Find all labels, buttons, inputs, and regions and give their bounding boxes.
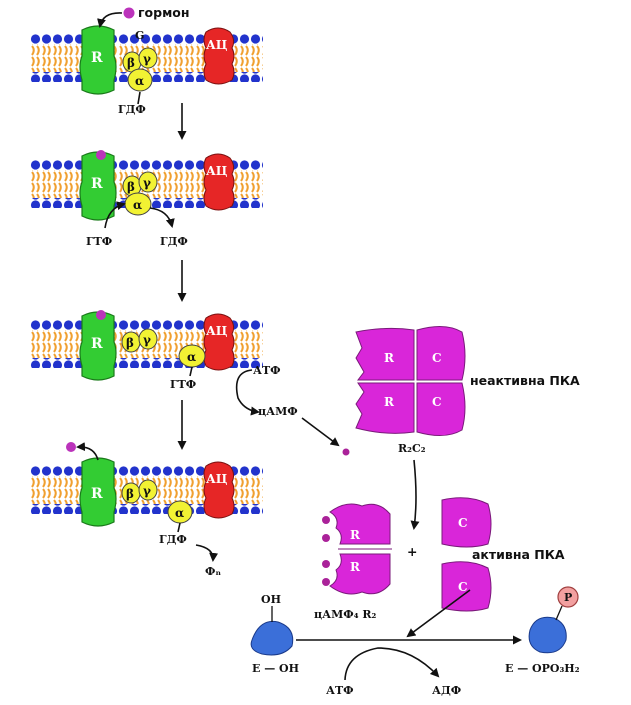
pi-arrow: [195, 544, 219, 562]
camp-bound-3: [322, 560, 330, 568]
receptor-1-label: R: [91, 50, 103, 66]
gdp-line-4: [177, 522, 181, 533]
gdp-out-arrow: [149, 207, 175, 228]
camp-r-bottom: R: [350, 560, 361, 574]
beta-label-1: β: [127, 56, 135, 70]
inactive-pka-label: неактивна ПКА: [470, 373, 580, 388]
pi-label: Фₙ: [205, 565, 221, 578]
pka-c-bottom: C: [432, 395, 442, 409]
dissociation-arrow: [410, 459, 420, 530]
camp4-r2-label: цАМФ₄ R₂: [314, 608, 376, 621]
atp-label-bottom: АТФ: [326, 684, 354, 697]
active-c-bottom-label: C: [458, 580, 468, 594]
atp-label-3: АТФ: [253, 364, 281, 377]
gdp-line-1: [137, 91, 141, 105]
adenylate-cyclase-2: АЦ: [203, 153, 235, 211]
active-pka-c-bottom: C: [441, 561, 492, 612]
active-c-top-label: C: [458, 516, 468, 530]
camp-bound-1: [322, 516, 330, 524]
adenylate-cyclase-3: АЦ: [203, 313, 235, 371]
hormone-3: [96, 310, 106, 320]
gamma-label-2: γ: [143, 176, 151, 190]
enzyme-substrate: [250, 606, 294, 656]
camp-molecule: [342, 448, 350, 456]
gtp-in-arrow: [104, 201, 126, 229]
p-label: P: [564, 591, 572, 604]
g-alpha-4: α: [167, 500, 193, 524]
receptor-3-label: R: [91, 336, 103, 352]
alpha-label-3: α: [187, 350, 196, 364]
phosphate-group: [557, 586, 579, 608]
adenylate-cyclase-1: АЦ: [203, 27, 235, 85]
gtp-label-3: ГТФ: [170, 378, 196, 391]
e-opo3h2-label: E — OPO₃H₂: [505, 662, 580, 675]
g-protein-4-beta-gamma: β γ: [121, 479, 158, 504]
gdp-label-4: ГДФ: [159, 533, 187, 546]
camp-label: цАМФ: [258, 405, 298, 418]
active-pka-label: активна ПКА: [472, 547, 565, 562]
receptor-2: R: [79, 151, 117, 221]
hormone-1: [123, 7, 135, 19]
g-alpha-3: α: [178, 344, 206, 368]
gamma-label-4: γ: [143, 484, 151, 498]
pka-r-bottom: R: [384, 395, 395, 409]
hormone-2: [96, 150, 106, 160]
oh-label: OH: [261, 593, 281, 606]
g-protein-1: β γ α G: [122, 29, 158, 92]
adenylate-cyclase-4: АЦ: [203, 461, 235, 519]
enzyme-product: P: [528, 586, 579, 654]
ac-label-4: АЦ: [206, 472, 228, 486]
gdp-label-1: ГДФ: [118, 103, 146, 116]
atp-adp-arrow: [344, 647, 440, 681]
g-label: G: [135, 29, 144, 42]
gtp-label-2: ГТФ: [86, 235, 112, 248]
alpha-label-2: α: [133, 198, 142, 212]
ac-label-1: АЦ: [206, 38, 228, 52]
atp-to-camp-arrow: [235, 369, 260, 416]
receptor-1: R: [79, 25, 117, 95]
hormone-label: гормон: [138, 5, 190, 20]
beta-label-3: β: [126, 336, 134, 350]
pka-r-top: R: [384, 351, 395, 365]
hormone-release-arrow: [76, 442, 99, 461]
receptor-4-label: R: [91, 486, 103, 502]
hormone-arrow: [97, 12, 123, 28]
camp-bound-4: [322, 578, 330, 586]
alpha-label-4: α: [175, 506, 184, 520]
g-protein-2: β γ α: [122, 171, 158, 216]
beta-label-2: β: [127, 180, 135, 194]
camp-r2-complex: R R: [322, 503, 392, 595]
alpha-label-1: α: [135, 74, 144, 88]
camp-r-top: R: [350, 528, 361, 542]
ac-label-3: АЦ: [206, 324, 228, 338]
g-protein-3-beta-gamma: β γ: [121, 328, 158, 353]
hormone-4: [66, 442, 76, 452]
pka-catalysis-arrow: [406, 589, 471, 638]
receptor-2-label: R: [91, 176, 103, 192]
gtp-line-3: [189, 366, 193, 377]
active-pka-c-top: C: [441, 497, 492, 548]
gdp-label-2: ГДФ: [160, 235, 188, 248]
pka-c-top: C: [432, 351, 442, 365]
receptor-4: R: [79, 457, 117, 527]
ac-label-2: АЦ: [206, 164, 228, 178]
e-oh-label: E — OH: [252, 662, 299, 675]
beta-label-4: β: [126, 487, 134, 501]
gamma-label-3: γ: [143, 333, 151, 347]
r2c2-label: R₂C₂: [398, 442, 426, 455]
inactive-pka: R R C C: [355, 326, 466, 436]
gamma-label-1: γ: [143, 52, 151, 66]
receptor-3: R: [79, 311, 117, 381]
adp-label: АДФ: [432, 684, 461, 697]
camp-arrow: [301, 417, 340, 447]
camp-bound-2: [322, 534, 330, 542]
plus-sign: +: [407, 544, 417, 559]
